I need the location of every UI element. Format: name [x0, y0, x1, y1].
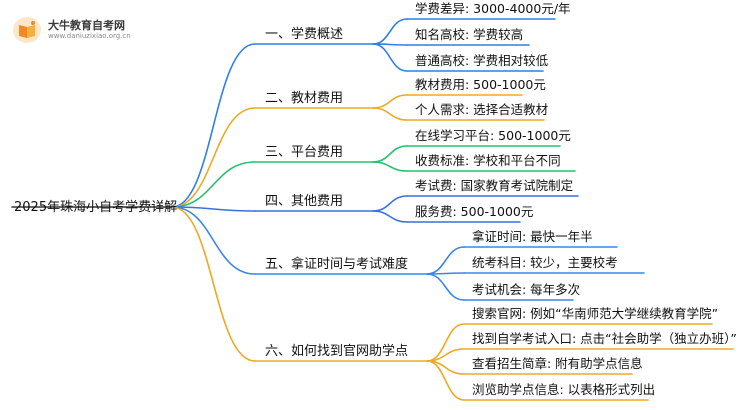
branch-connector: [171, 206, 256, 362]
leaf-connector: [372, 18, 408, 45]
leaf-label: 在线学习平台: 500-1000元: [415, 128, 571, 143]
leaf-connector: [372, 107, 408, 121]
leaf-label: 普通高校: 学费相对较低: [415, 53, 549, 68]
leaf-connector: [426, 360, 465, 401]
leaf-label: 学费差异: 3000-4000元/年: [415, 1, 571, 16]
leaf-connector: [372, 210, 408, 223]
leaf-label: 考试机会: 每年多次: [472, 282, 581, 297]
leaf-label: 查看招生简章: 附有助学点信息: [472, 356, 643, 371]
logo-url: www.daniuzixiao.org.cn: [48, 32, 131, 40]
branch-connector: [171, 206, 256, 275]
leaf-label: 教材费用: 500-1000元: [415, 77, 546, 92]
branch-label: 一、学费概述: [265, 27, 344, 42]
branch-connector: [171, 43, 256, 208]
leaf-label: 服务费: 500-1000元: [415, 204, 534, 219]
branch-label: 三、平台费用: [265, 145, 344, 160]
branch-label: 四、其他费用: [265, 194, 344, 209]
leaf-connector: [372, 195, 408, 212]
leaf-connector: [372, 145, 408, 163]
leaf-label: 考试费: 国家教育考试院制定: [415, 178, 574, 193]
branch-label: 六、如何找到官网助学点: [265, 344, 409, 359]
leaf-label: 浏览助学点信息: 以表格形式列出: [472, 382, 656, 397]
root-topic: 2025年珠海小自考学费详解: [14, 200, 178, 215]
branch-connector: [171, 161, 256, 208]
leaf-label: 找到自学考试入口: 点击“社会助学（独立办班）”: [472, 331, 737, 346]
leaf-connector: [426, 273, 465, 301]
book-logo-icon: [13, 17, 41, 43]
site-logo: 大牛教育自考网 www.daniuzixiao.org.cn: [12, 14, 142, 44]
leaf-connector: [372, 161, 408, 172]
leaf-connector: [372, 43, 408, 72]
leaf-label: 拿证时间: 最快一年半: [472, 229, 593, 244]
leaf-label: 统考科目: 较少，主要校考: [472, 255, 618, 270]
leaf-label: 收费标准: 学校和平台不同: [415, 153, 561, 168]
leaf-connector: [372, 94, 408, 109]
leaf-label: 搜索官网: 例如“华南师范大学继续教育学院”: [472, 306, 719, 321]
branch-connector: [171, 107, 256, 208]
leaf-label: 知名高校: 学费较高: [415, 27, 524, 42]
branch-label: 二、教材费用: [265, 91, 344, 106]
branch-connector: [171, 206, 256, 212]
logo-name: 大牛教育自考网: [48, 19, 125, 32]
leaf-connector: [426, 246, 465, 275]
leaf-label: 个人需求: 选择合适教材: [415, 102, 549, 117]
branch-label: 五、拿证时间与考试难度: [265, 257, 409, 272]
